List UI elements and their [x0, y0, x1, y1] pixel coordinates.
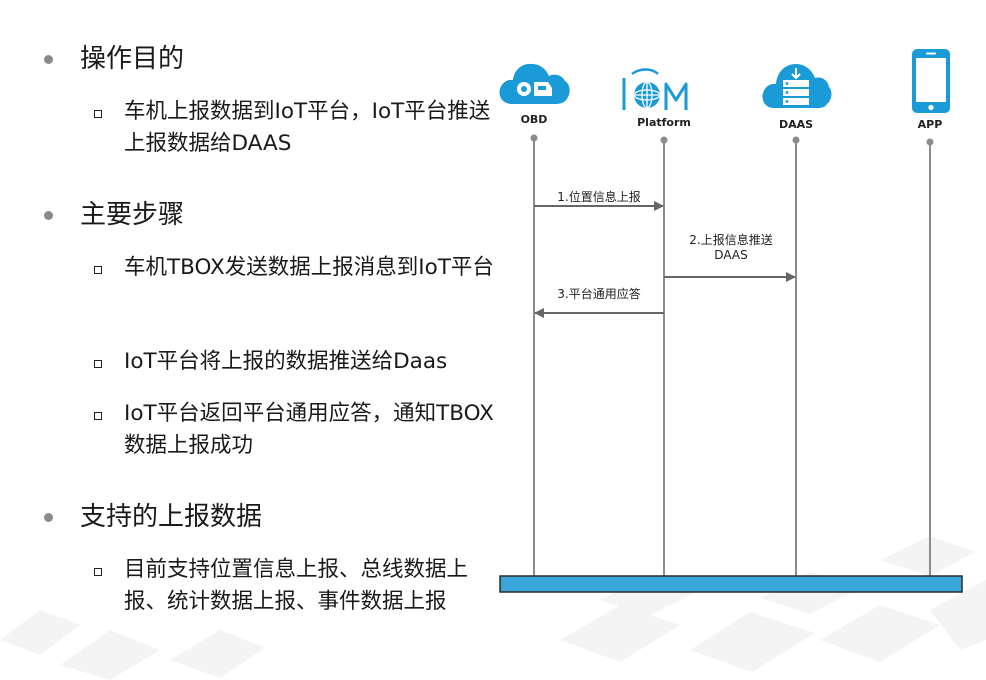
actor-label-daas: DAAS — [778, 118, 814, 131]
square-bullet-icon — [94, 568, 102, 576]
message-label-2: 2.上报信息推送 DAAS — [666, 233, 796, 263]
actor-label-platform: Platform — [637, 116, 691, 129]
actor-label-app: APP — [917, 118, 943, 131]
square-bullet-icon — [94, 360, 102, 368]
iom-globe-logo-icon — [622, 68, 688, 110]
bullet-dot — [44, 513, 53, 522]
bottom-bar — [499, 575, 963, 593]
smartphone-icon — [912, 49, 950, 113]
list-item: 车机上报数据到IoT平台，IoT平台推送上报数据给DAAS — [92, 96, 492, 160]
outline-panel: 操作目的 车机上报数据到IoT平台，IoT平台推送上报数据给DAAS 主要步骤 … — [44, 44, 494, 618]
list-item: 目前支持位置信息上报、总线数据上报、统计数据上报、事件数据上报 — [92, 554, 492, 618]
section-title: 支持的上报数据 — [80, 502, 263, 532]
square-bullet-icon — [94, 110, 102, 118]
list-item: 车机TBOX发送数据上报消息到IoT平台 — [92, 252, 494, 284]
bullet-dot — [44, 55, 53, 64]
list-item: IoT平台返回平台通用应答，通知TBOX数据上报成功 — [92, 398, 494, 462]
list-item-text: 目前支持位置信息上报、总线数据上报、统计数据上报、事件数据上报 — [124, 557, 469, 614]
cloud-car-icon — [499, 63, 570, 104]
list-item-text: IoT平台返回平台通用应答，通知TBOX数据上报成功 — [124, 401, 494, 458]
list-item: IoT平台将上报的数据推送给Daas — [92, 346, 492, 378]
message-label-3-line1: 3.平台通用应答 — [557, 287, 641, 301]
sequence-lines — [499, 134, 963, 593]
message-label-2-line1: 2.上报信息推送 — [689, 233, 773, 247]
message-label-1: 1.位置信息上报 — [534, 190, 664, 205]
cloud-server-icon — [762, 64, 832, 108]
list-item-text: IoT平台将上报的数据推送给Daas — [124, 349, 448, 374]
message-label-2-line2: DAAS — [714, 248, 748, 262]
sequence-diagram: OBD Platform DAAS APP 1.位置信息上报 2.上报信息推送 — [490, 40, 980, 600]
square-bullet-icon — [94, 266, 102, 274]
actor-label-obd: OBD — [520, 113, 548, 126]
section-title: 主要步骤 — [80, 200, 185, 230]
message-label-3: 3.平台通用应答 — [534, 287, 664, 302]
message-label-1-line1: 1.位置信息上报 — [557, 190, 641, 204]
square-bullet-icon — [94, 412, 102, 420]
list-item-text: 车机TBOX发送数据上报消息到IoT平台 — [124, 255, 494, 280]
list-item-text: 车机上报数据到IoT平台，IoT平台推送上报数据给DAAS — [124, 99, 491, 156]
section-title: 操作目的 — [80, 44, 185, 74]
bullet-dot — [44, 211, 53, 220]
